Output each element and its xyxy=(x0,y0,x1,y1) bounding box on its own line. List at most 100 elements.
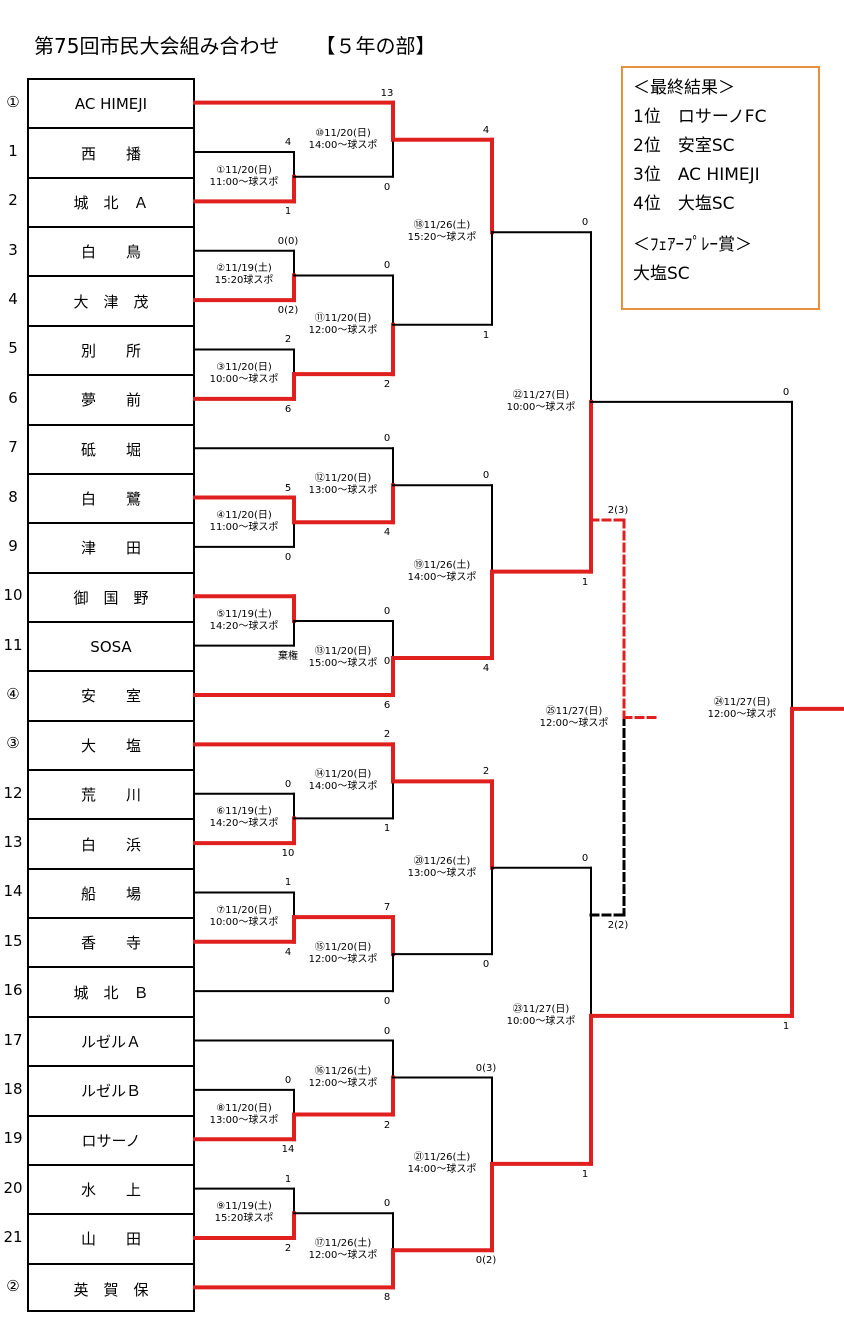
team-name: 津 田 xyxy=(80,539,141,558)
match-label: ⑪11/20(日)12:00～球スポ xyxy=(293,313,393,337)
team-seed: 20 xyxy=(3,1178,23,1197)
team-seed: 8 xyxy=(8,487,18,506)
team-name: 香 寺 xyxy=(80,934,141,953)
match-time-venue: 11:00～球スポ xyxy=(209,522,279,534)
match-time-venue: 15:20～球スポ xyxy=(407,232,477,244)
score-label: 2(3) xyxy=(607,505,629,516)
match-date: ㉕11/27(日) xyxy=(545,705,603,717)
team-row: 山 田 xyxy=(29,1215,193,1265)
team-row: 白 鳥 xyxy=(29,228,193,278)
score-label: 0(0) xyxy=(277,235,299,247)
division-label: 【５年の部】 xyxy=(315,34,436,58)
match-time-venue: 12:00～球スポ xyxy=(308,1077,378,1089)
score-label: 0 xyxy=(782,386,790,398)
match-time-venue: 12:00～球スポ xyxy=(308,1250,378,1262)
match-time-venue: 14:00～球スポ xyxy=(407,1163,477,1175)
team-seed: 7 xyxy=(8,438,18,457)
score-label: 4 xyxy=(482,124,490,136)
team-row: 水 上 xyxy=(29,1166,193,1216)
match-date: ⑫11/20(日) xyxy=(314,473,372,485)
score-label: 0 xyxy=(284,1074,292,1086)
team-name: 山 田 xyxy=(80,1230,141,1249)
score-label: 1 xyxy=(482,329,490,341)
team-name: 大 塩 xyxy=(80,736,141,755)
match-date: ④11/20(日) xyxy=(216,510,272,522)
team-seed: 19 xyxy=(3,1129,23,1148)
match-date: ⑮11/20(日) xyxy=(314,942,372,954)
score-label: 4 xyxy=(383,527,391,539)
match-time-venue: 13:00～球スポ xyxy=(308,485,378,497)
match-time-venue: 10:00～球スポ xyxy=(209,917,279,929)
match-label: ④11/20(日)11:00～球スポ xyxy=(194,510,294,534)
team-name: 安 室 xyxy=(80,687,141,706)
team-name: ルゼルＢ xyxy=(80,1082,141,1101)
team-name: 荒 川 xyxy=(80,786,141,805)
match-label: ⑥11/19(土)14:20～球スポ xyxy=(194,806,294,830)
score-label: 13 xyxy=(380,87,394,99)
team-seed: 3 xyxy=(8,240,18,259)
results-spacer xyxy=(633,219,808,231)
score-label: 0 xyxy=(383,996,391,1008)
score-label: 1 xyxy=(581,576,589,588)
match-label: ⑳11/26(土)13:00～球スポ xyxy=(392,856,492,880)
match-label: ⑫11/20(日)13:00～球スポ xyxy=(293,473,393,497)
match-date: ㉓11/27(日) xyxy=(512,1003,570,1015)
score-label: 0 xyxy=(383,260,391,272)
score-label: 1 xyxy=(782,1020,790,1032)
match-label: ㉑11/26(土)14:00～球スポ xyxy=(392,1152,492,1176)
match-time-venue: 13:00～球スポ xyxy=(407,867,477,879)
result-place-3: 3位 AC HIMEJI xyxy=(633,165,760,185)
match-time-venue: 12:00～球スポ xyxy=(308,954,378,966)
match-time-venue: 15:00～球スポ xyxy=(308,657,378,669)
team-row: 大 塩 xyxy=(29,722,193,772)
score-label: 0 xyxy=(383,1025,391,1037)
team-row: 別 所 xyxy=(29,327,193,377)
team-seed: ③ xyxy=(6,734,20,753)
team-name: 水 上 xyxy=(80,1181,141,1200)
score-label: 6 xyxy=(383,700,391,711)
result-place-2: 2位 安室SC xyxy=(633,136,735,156)
score-label: 0 xyxy=(383,605,391,617)
match-time-venue: 14:00～球スポ xyxy=(308,139,378,151)
match-label: ①11/20(日)11:00～球スポ xyxy=(194,165,294,189)
score-label: 0 xyxy=(284,551,292,563)
match-label: ⑨11/19(土)15:20球スポ xyxy=(194,1201,294,1225)
team-seed: ① xyxy=(6,92,20,111)
match-label: ㉓11/27(日)10:00～球スポ xyxy=(491,1004,591,1028)
match-time-venue: 14:20～球スポ xyxy=(209,620,279,632)
result-place-1: 1位 ロサーノFC xyxy=(633,107,767,127)
score-label: 2 xyxy=(284,334,292,346)
team-seed: 10 xyxy=(3,586,23,605)
match-date: ⑦11/20(日) xyxy=(216,905,272,917)
match-label: ⑮11/20(日)12:00～球スポ xyxy=(293,942,393,966)
match-label: ⑰11/26(土)12:00～球スポ xyxy=(293,1238,393,1262)
team-seed: ④ xyxy=(6,685,20,703)
match-label: ⑭11/20(日)14:00～球スポ xyxy=(293,769,393,793)
score-label: 1 xyxy=(581,1168,589,1180)
match-label: ③11/20(日)10:00～球スポ xyxy=(194,362,294,386)
team-name: ルゼルＡ xyxy=(80,1033,141,1051)
match-time-venue: 11:00～球スポ xyxy=(209,176,279,188)
score-label: 2(2) xyxy=(607,920,629,931)
team-row: AC HIMEJI xyxy=(29,80,193,130)
score-label: 5 xyxy=(284,482,292,494)
page-title: 第75回市民大会組み合わせ 【５年の部】 xyxy=(34,30,435,59)
team-seed: 1 xyxy=(8,142,18,161)
match-time-venue: 15:20球スポ xyxy=(214,275,274,287)
results-heading: ＜最終結果＞ xyxy=(633,78,735,98)
score-label: 6 xyxy=(284,403,292,415)
score-label: 0 xyxy=(581,217,589,229)
match-date: ⑯11/26(土) xyxy=(314,1065,372,1077)
tournament-title: 第75回市民大会組み合わせ xyxy=(34,34,280,58)
score-label: 2 xyxy=(383,1119,391,1131)
team-seed: 16 xyxy=(3,981,23,1000)
match-date: ⑧11/20(日) xyxy=(216,1102,272,1114)
team-seed: 18 xyxy=(3,1079,23,1098)
score-label: 7 xyxy=(383,902,391,914)
score-label: 1 xyxy=(284,1173,292,1185)
team-name: ロサーノ xyxy=(81,1131,141,1150)
score-label: 1 xyxy=(284,877,292,889)
match-label: ⑦11/20(日)10:00～球スポ xyxy=(194,905,294,929)
